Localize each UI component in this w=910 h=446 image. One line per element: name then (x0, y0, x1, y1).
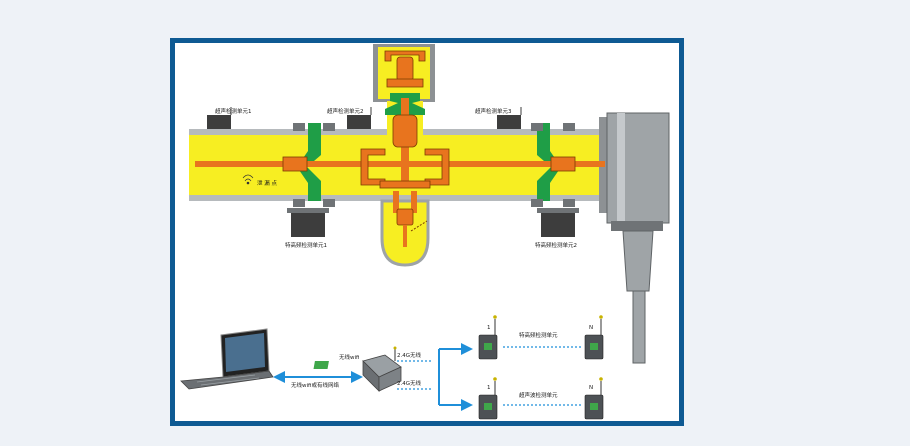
ultrasonic-unit-3-label: 超声检测单元3 (475, 107, 512, 115)
branch-arrows (438, 343, 473, 411)
sensor-node-bottom-1: 1 (478, 377, 498, 420)
sensor-bottom-row-label: 超声波检测单元 (519, 391, 558, 399)
wireless-wifi-label: 无线wifi (339, 353, 360, 361)
conductor (195, 50, 605, 247)
diagram-frame: 超声检测单元1 超声检测单元2 超声检测单元3 泄 漏 点 特高频检测单元1 特… (170, 38, 684, 426)
uhf-sensor-1: 特高频检测单元1 (285, 208, 329, 249)
sensor-node-top-n: N (584, 315, 604, 360)
sensor-node-bottom-n: N (584, 377, 604, 420)
node-n-bottom-label: N (589, 385, 593, 391)
uhf-unit-1-label: 特高频检测单元1 (285, 241, 327, 249)
leak-point: 泄 漏 点 (242, 174, 277, 187)
leak-point-label: 泄 漏 点 (257, 179, 277, 187)
uhf-sensor-2: 特高频检测单元2 (535, 208, 579, 249)
band-24-bottom-label: 2.4G无线 (397, 379, 422, 387)
ultrasonic-unit-1-label: 超声检测单元1 (215, 107, 252, 115)
ultrasonic-sensor-3: 超声检测单元3 (475, 107, 522, 129)
uhf-unit-2-label: 特高频检测单元2 (535, 241, 577, 249)
ultrasonic-sensor-2: 超声检测单元2 (327, 107, 372, 129)
laptop-icon (180, 328, 274, 390)
sensor-top-row-label: 特高频检测单元 (519, 331, 558, 339)
network-link-label: 无线wifi或有线网络 (291, 381, 339, 389)
ultrasonic-unit-2-label: 超声检测单元2 (327, 107, 364, 115)
hub-device-icon (313, 346, 402, 392)
sensor-node-top-1: 1 (478, 315, 498, 360)
ultrasonic-sensor-1: 超声检测单元1 (207, 107, 252, 129)
node-1-top-label: 1 (487, 325, 491, 331)
flange-bolts (293, 123, 575, 207)
node-n-top-label: N (589, 325, 593, 331)
support-column (606, 112, 670, 364)
band-24-top-label: 2.4G无线 (397, 351, 422, 359)
node-1-bottom-label: 1 (487, 385, 491, 391)
